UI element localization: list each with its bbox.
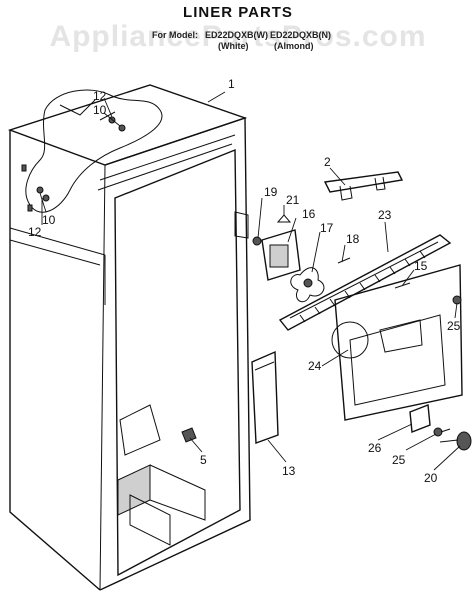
callout-18: 18 [346, 232, 360, 246]
callout-26: 26 [368, 441, 382, 455]
callout-10-left: 10 [42, 213, 56, 227]
callout-16: 16 [302, 207, 316, 221]
part-21-screw [276, 214, 292, 223]
watermark-text: AppliancePartsPros.com [49, 20, 426, 53]
fan-blade [290, 267, 325, 303]
liner-front-opening [114, 148, 241, 577]
diagram-title: LINER PARTS [183, 4, 293, 21]
part-26-plate [409, 404, 431, 433]
subtitle-white: (White) [218, 41, 249, 51]
liner-cabinet [7, 84, 251, 591]
liner-front-frame [99, 117, 251, 591]
callout-24: 24 [308, 359, 322, 373]
callout-25-lower: 25 [392, 453, 406, 467]
callout-15: 15 [414, 259, 428, 273]
subtitle-prefix: For Model: [152, 30, 198, 40]
callout-10-top: 10 [93, 103, 107, 117]
callout-19: 19 [264, 185, 278, 199]
part-24-cover [331, 264, 463, 421]
fan-motor-bracket [261, 229, 301, 281]
fan-motor [269, 244, 289, 268]
callout-20: 20 [424, 471, 438, 485]
liner-floor-recess [129, 494, 171, 546]
callout-labels: 1 2 12 10 12 10 19 21 16 17 18 23 15 25 … [28, 77, 461, 485]
callout-5: 5 [200, 453, 207, 467]
part-2-bracket [323, 171, 404, 201]
callout-12-left: 12 [28, 225, 42, 239]
wiring-harness [25, 89, 163, 213]
screw-top-2 [118, 124, 126, 132]
callout-12-top: 12 [93, 89, 107, 103]
callout-23: 23 [378, 208, 392, 222]
liner-inner-ledge [117, 464, 151, 516]
part-25-screw-upper [452, 295, 462, 305]
part-19-clip [252, 236, 262, 246]
fan-motor-assembly [252, 214, 411, 303]
part-20-knob [456, 431, 472, 451]
callout-1: 1 [228, 77, 235, 91]
liner-left-wall [9, 130, 101, 591]
liner-side-flange [234, 211, 249, 239]
subtitle-almond: (Almond) [274, 41, 314, 51]
part-23-grille [278, 234, 452, 331]
part-5-clip [181, 427, 197, 443]
subtitle-model-white: ED22DQXB(W) [205, 30, 268, 40]
callout-2: 2 [324, 155, 331, 169]
screw-left-2 [42, 194, 50, 202]
liner-divider [9, 227, 106, 256]
part-13-panel [251, 350, 279, 444]
subtitle-model-almond: ED22DQXB(N) [270, 30, 331, 40]
callout-13: 13 [282, 464, 296, 478]
callout-25-upper: 25 [447, 319, 461, 333]
screw-left-1 [36, 186, 44, 194]
leader-lines [39, 91, 461, 471]
part-18-screw [337, 257, 351, 264]
small-parts [181, 295, 472, 451]
callout-17: 17 [320, 221, 334, 235]
model-subtitle: For Model: ED22DQXB(W) ED22DQXB(N) (Whit… [152, 30, 331, 51]
callout-21: 21 [286, 193, 300, 207]
liner-top-surface [7, 84, 248, 166]
